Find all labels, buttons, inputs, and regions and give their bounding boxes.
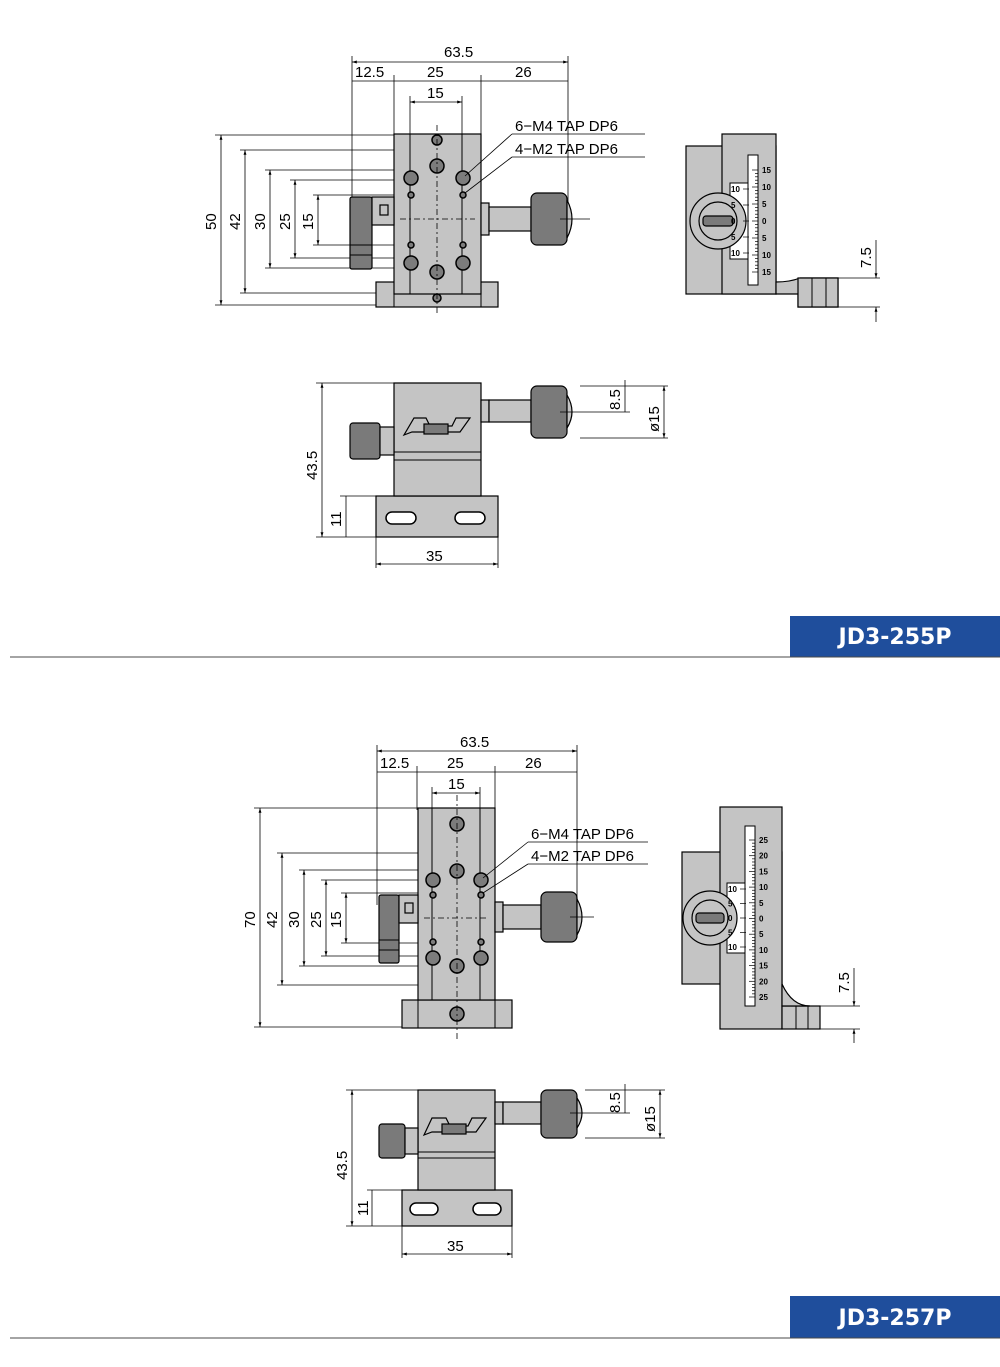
dim-h42-2: 42 <box>264 911 281 928</box>
scale-label: 15 <box>762 268 771 277</box>
front-view-257p: 43.5 11 8.5 ø15 <box>334 1084 665 1258</box>
dim-hole-pitch-2: 15 <box>448 776 465 793</box>
scale-label: 0 <box>759 915 764 924</box>
dim-width-2: 63.5 <box>460 734 489 751</box>
dim-offset: 7.5 <box>858 247 875 268</box>
front-view-255p: 43.5 11 8.5 ø1 <box>304 380 668 568</box>
scale-label: 5 <box>759 930 764 939</box>
dim-hole-pitch: 15 <box>427 85 444 102</box>
dim-height: 50 <box>203 213 220 230</box>
scale-label: 10 <box>762 183 771 192</box>
scale-label: 5 <box>762 234 767 243</box>
scale-label: 20 <box>759 977 768 986</box>
vernier-label: 10 <box>728 943 737 952</box>
vernier-label: 10 <box>731 185 740 194</box>
dim-height-2: 70 <box>242 911 259 928</box>
side-view-257p: 25 20 15 10 5 0 5 10 15 20 25 10 5 0 5 10 7.5 <box>681 806 860 1043</box>
main-scale-257p: 25 20 15 10 5 0 5 10 15 20 25 10 5 0 5 10 <box>728 836 768 1002</box>
scale-label: 5 <box>762 200 767 209</box>
main-scale-255p: 15 10 5 0 5 10 15 10 5 0 5 10 <box>731 166 771 277</box>
vernier-label: 0 <box>731 217 736 226</box>
scale-label: 15 <box>762 166 771 175</box>
dim-base-height-2: 11 <box>355 1200 372 1216</box>
dim-center-2: 25 <box>447 755 464 772</box>
model-label-257p: JD3-257P <box>837 1306 952 1331</box>
vernier-label: 5 <box>731 233 736 242</box>
dim-width: 63.5 <box>444 44 473 61</box>
dim-knob-dia: ø15 <box>646 406 663 432</box>
dim-left-2: 12.5 <box>380 755 409 772</box>
top-view-255p: 63.5 12.5 25 26 15 50 42 30 <box>203 44 645 316</box>
scale-label: 5 <box>759 899 764 908</box>
vernier-label: 5 <box>731 201 736 210</box>
dim-knob-dia-2: ø15 <box>642 1106 659 1132</box>
tap-m2-label-2: 4−M2 TAP DP6 <box>531 848 634 865</box>
vernier-label: 5 <box>728 929 733 938</box>
scale-label: 15 <box>759 867 768 876</box>
side-view-255p: 15 10 5 0 5 10 15 10 5 0 5 10 7.5 <box>685 133 880 322</box>
tap-m4-label-2: 6−M4 TAP DP6 <box>531 826 634 843</box>
vernier-label: 5 <box>728 900 733 909</box>
dim-h42: 42 <box>227 213 244 230</box>
dim-right-2: 26 <box>525 755 542 772</box>
vernier-label: 10 <box>731 249 740 258</box>
model-label-255p: JD3-255P <box>837 625 952 650</box>
scale-label: 10 <box>762 251 771 260</box>
dim-total-height: 43.5 <box>304 451 321 480</box>
dim-h25: 25 <box>277 213 294 230</box>
scale-label: 0 <box>762 217 767 226</box>
dim-h15-2: 15 <box>328 911 345 928</box>
dim-left: 12.5 <box>355 64 384 81</box>
dim-total-height-2: 43.5 <box>334 1151 351 1180</box>
dim-base-width-2: 35 <box>447 1238 464 1255</box>
model-badge-255p <box>790 616 1000 657</box>
tap-m4-label: 6−M4 TAP DP6 <box>515 118 618 135</box>
product-jd3-257p: 63.5 12.5 25 26 15 70 42 30 <box>10 734 1000 1339</box>
dim-center: 25 <box>427 64 444 81</box>
dim-h15: 15 <box>300 213 317 230</box>
vernier-label: 0 <box>728 914 733 923</box>
dim-base-width: 35 <box>426 548 443 565</box>
dim-h30-2: 30 <box>286 911 303 928</box>
dim-h30: 30 <box>252 213 269 230</box>
vernier-label: 10 <box>728 885 737 894</box>
dim-knob-offset: 8.5 <box>607 389 624 410</box>
tap-m2-label: 4−M2 TAP DP6 <box>515 141 618 158</box>
top-view-257p: 63.5 12.5 25 26 15 70 42 30 <box>242 734 648 1040</box>
dim-offset-2: 7.5 <box>836 972 853 993</box>
model-badge-257p <box>790 1296 1000 1338</box>
scale-label: 15 <box>759 962 768 971</box>
dim-knob-offset-2: 8.5 <box>607 1092 624 1113</box>
dim-right: 26 <box>515 64 532 81</box>
scale-label: 10 <box>759 883 768 892</box>
scale-label: 25 <box>759 993 768 1002</box>
product-jd3-255p: 63.5 12.5 25 26 15 50 42 30 <box>10 44 1000 658</box>
scale-label: 25 <box>759 836 768 845</box>
scale-label: 10 <box>759 946 768 955</box>
dim-base-height: 11 <box>328 511 345 527</box>
scale-label: 20 <box>759 852 768 861</box>
dim-h25-2: 25 <box>308 911 325 928</box>
